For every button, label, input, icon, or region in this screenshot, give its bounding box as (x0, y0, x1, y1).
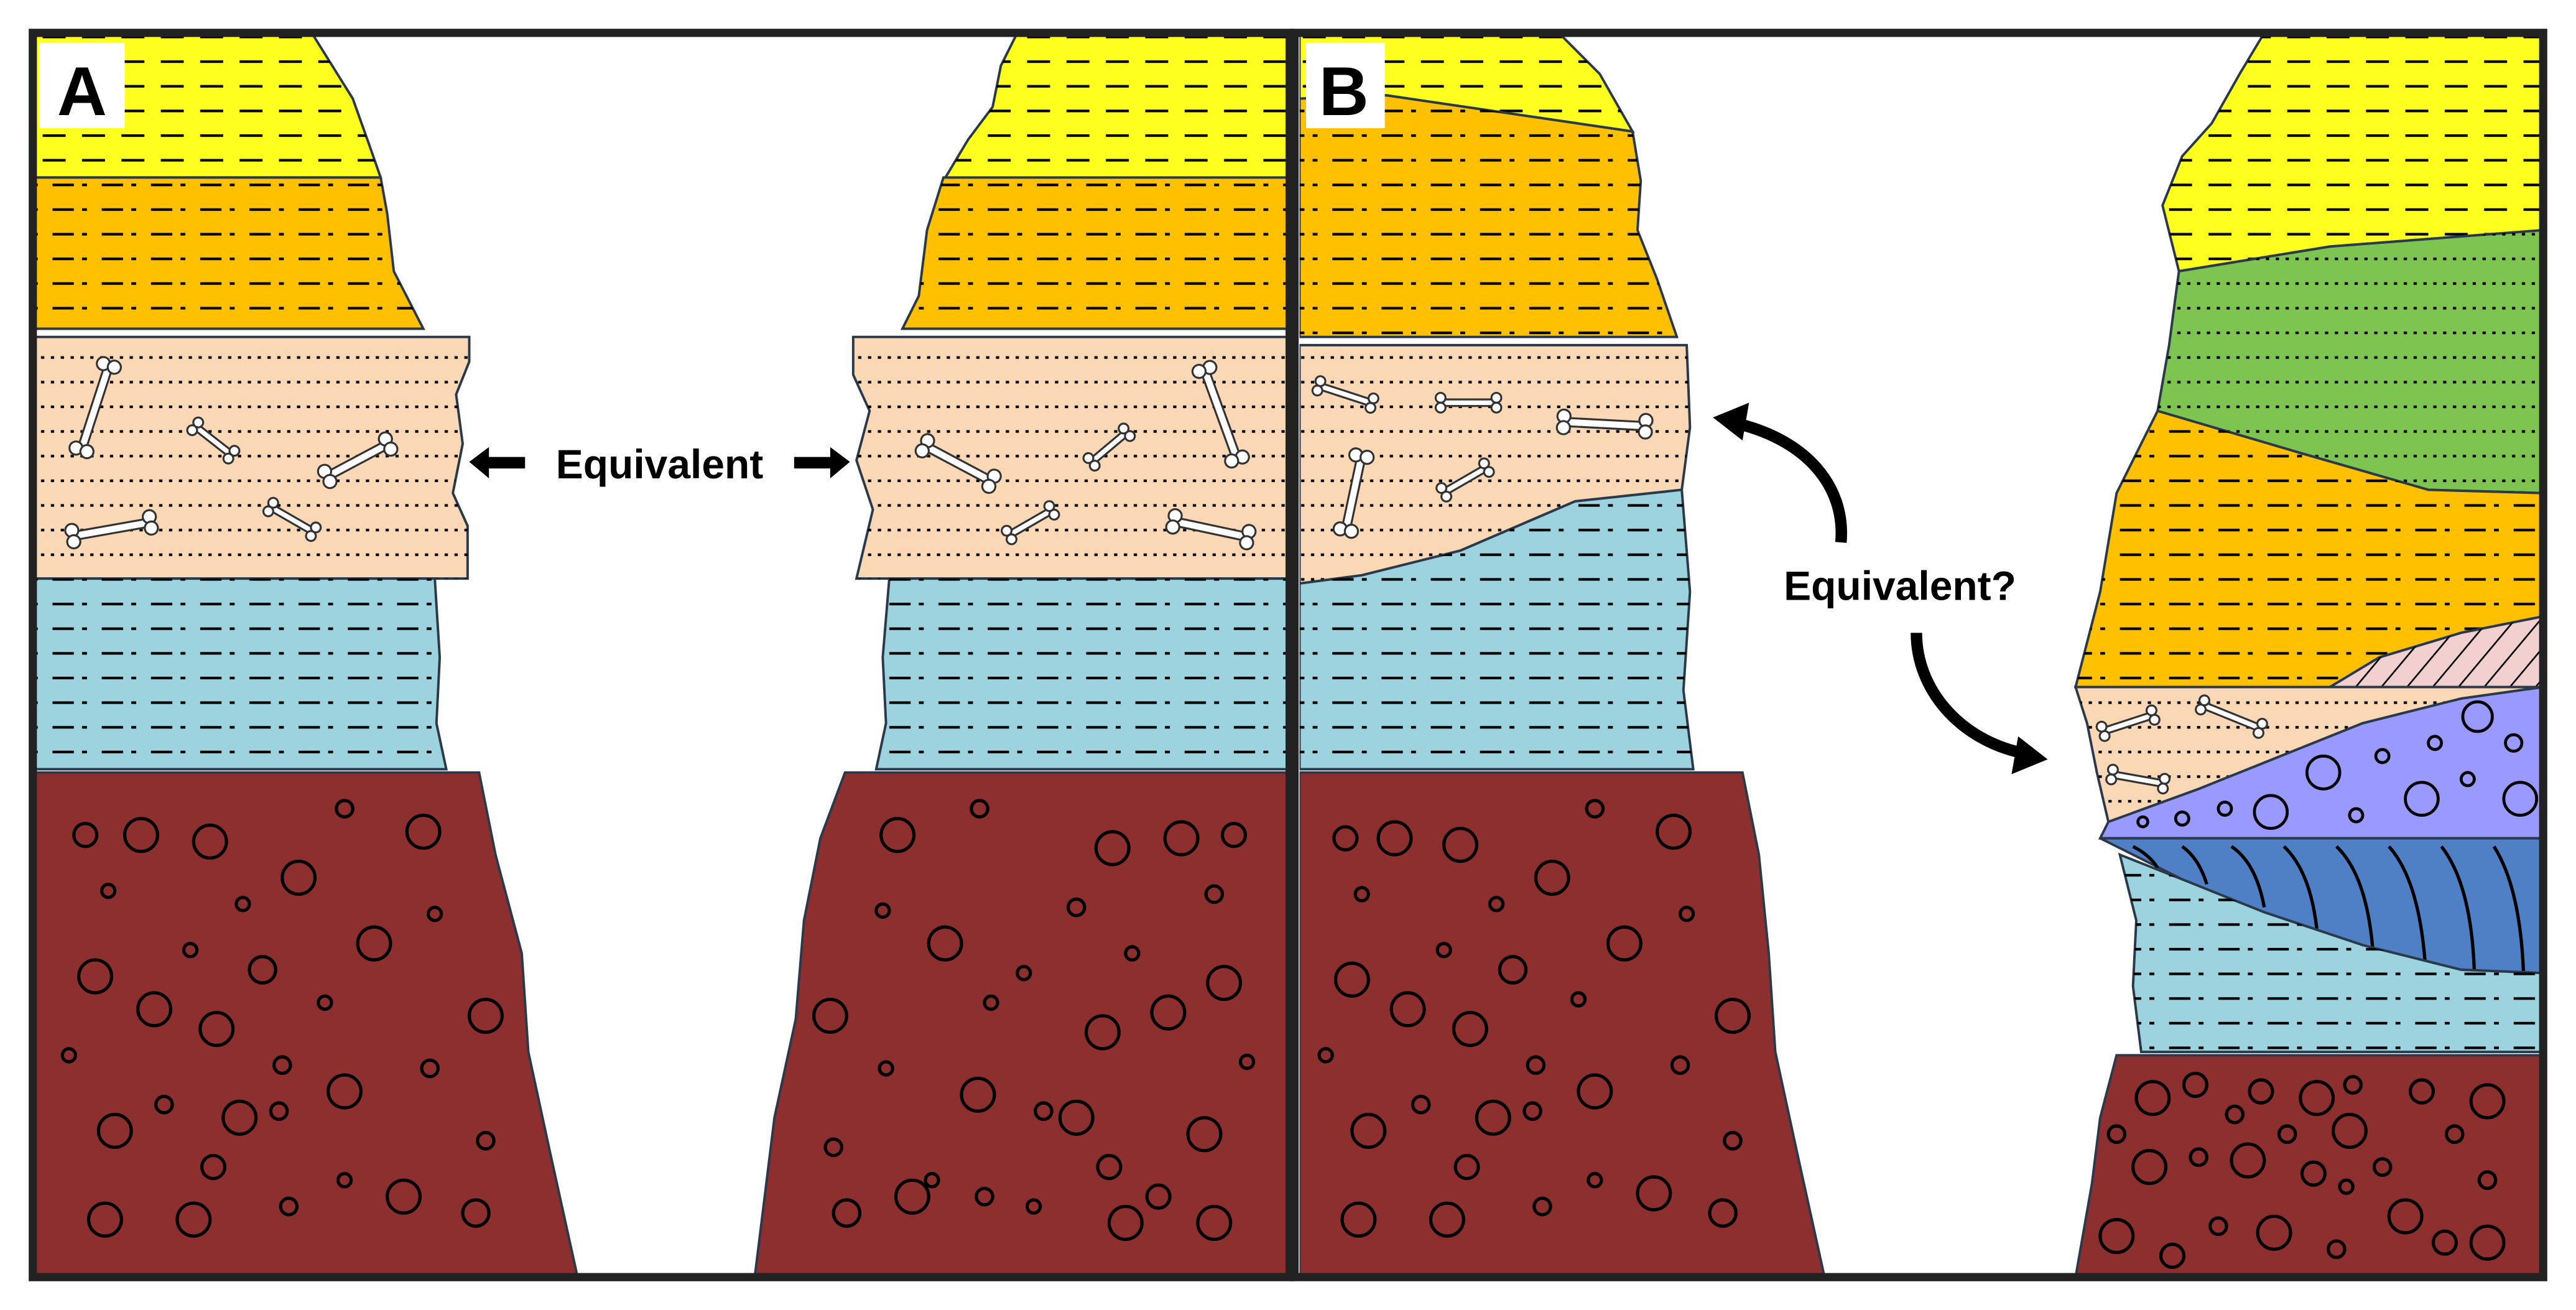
arrow-icon (1738, 418, 1847, 543)
panel-b-frame (1290, 29, 2547, 1281)
pebbles (2098, 1071, 2506, 1269)
column-a-right (753, 32, 1290, 1278)
panel-a (32, 32, 1290, 1278)
bone-icon (1311, 375, 2268, 795)
panel-a-caption: Equivalent (556, 441, 763, 487)
cross-bedding (2132, 845, 2526, 973)
red-conglomerate-layer (2074, 1054, 2544, 1278)
panel-a-annotation: Equivalent (469, 441, 850, 487)
pebbles (1317, 799, 1751, 1238)
pebbles (2136, 700, 2539, 830)
pebbles (812, 799, 1256, 1242)
panel-b-annotation: Equivalent? (1713, 402, 2048, 774)
column-a-left (32, 32, 579, 1278)
panel-b (1299, 32, 2544, 1278)
arrow-icon (469, 447, 526, 478)
pebbles (60, 799, 504, 1238)
panel-b-caption: Equivalent? (1784, 562, 2016, 608)
panel-b-label: B (1319, 53, 1369, 130)
column-b-right (2073, 32, 2544, 1278)
red-conglomerate-layer (32, 771, 579, 1278)
bone-icon (64, 356, 1257, 550)
panel-a-label: A (57, 53, 107, 130)
arrow-icon (1911, 633, 2023, 759)
panel-a-frame (29, 29, 1294, 1281)
arrow-icon (794, 447, 850, 478)
red-conglomerate-layer (753, 771, 1290, 1278)
column-b-left (1299, 32, 1826, 1278)
red-conglomerate-layer (1299, 771, 1826, 1278)
